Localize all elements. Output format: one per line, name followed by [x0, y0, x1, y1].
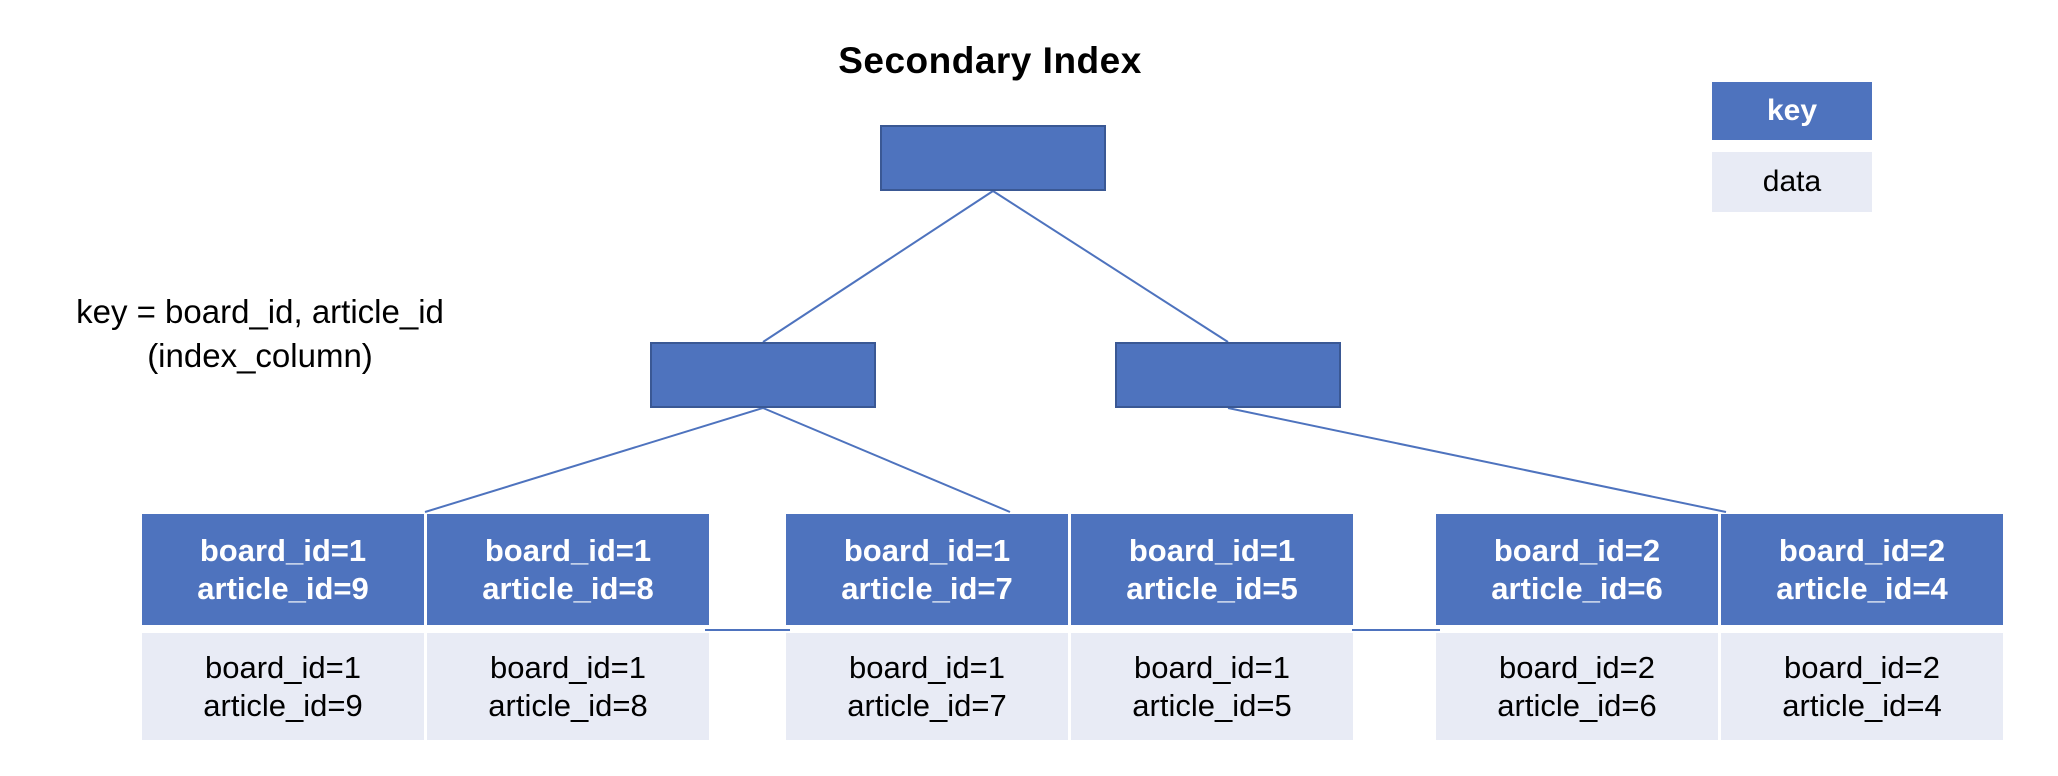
leaf-entry: board_id=2 article_id=6 board_id=2 artic…	[1436, 514, 1718, 740]
leaf-data-line2: article_id=7	[847, 687, 1007, 723]
leaf-key-line2: article_id=8	[482, 570, 654, 606]
leaf-group-1: board_id=1 article_id=7 board_id=1 artic…	[786, 514, 1353, 740]
leaf-entry: board_id=1 article_id=9 board_id=1 artic…	[142, 514, 424, 740]
leaf-data-line2: article_id=4	[1782, 687, 1942, 723]
edge-midright-to-leaf2	[1227, 407, 1727, 513]
leaf-data-line2: article_id=5	[1132, 687, 1292, 723]
leaf-key-cell: board_id=1 article_id=5	[1071, 514, 1353, 625]
leaf-entry: board_id=1 article_id=7 board_id=1 artic…	[786, 514, 1068, 740]
leaf-key-line2: article_id=5	[1126, 570, 1298, 606]
leaf-key-line1: board_id=2	[1493, 532, 1661, 568]
edge-root-to-mid-left	[762, 190, 994, 343]
legend-data-swatch: data	[1712, 152, 1872, 212]
leaf-entry: board_id=1 article_id=8 board_id=1 artic…	[427, 514, 709, 740]
leaf-key-line1: board_id=1	[843, 532, 1011, 568]
key-definition-line2: (index_column)	[147, 336, 373, 374]
leaf-key-line2: article_id=9	[197, 570, 369, 606]
leaf-data-cell: board_id=1 article_id=9	[142, 633, 424, 740]
leaf-key-cell: board_id=1 article_id=7	[786, 514, 1068, 625]
leaf-data-line1: board_id=1	[205, 649, 361, 685]
leaf-data-line1: board_id=1	[849, 649, 1005, 685]
leaf-key-line1: board_id=1	[1128, 532, 1296, 568]
leaf-group-0: board_id=1 article_id=9 board_id=1 artic…	[142, 514, 709, 740]
page-title: Secondary Index	[838, 40, 1142, 81]
leaf-group-2: board_id=2 article_id=6 board_id=2 artic…	[1436, 514, 2003, 740]
edge-midleft-to-leaf0	[424, 407, 764, 513]
leaf-data-cell: board_id=1 article_id=5	[1071, 633, 1353, 740]
key-definition-line1: key = board_id, article_id	[76, 293, 444, 330]
leaf-entry: board_id=2 article_id=4 board_id=2 artic…	[1721, 514, 2003, 740]
leaf-data-cell: board_id=1 article_id=8	[427, 633, 709, 740]
leaf-data-cell: board_id=1 article_id=7	[786, 633, 1068, 740]
leaf-key-line2: article_id=4	[1776, 570, 1948, 606]
leaf-data-cell: board_id=2 article_id=4	[1721, 633, 2003, 740]
leaf-key-line1: board_id=1	[484, 532, 652, 568]
leaf-data-line2: article_id=9	[203, 687, 363, 723]
leaf-data-line1: board_id=1	[1134, 649, 1290, 685]
key-definition-label: key = board_id, article_id (index_column…	[30, 290, 490, 377]
legend-key-swatch: key	[1712, 82, 1872, 140]
leaf-key-line2: article_id=7	[841, 570, 1013, 606]
leaf-key-cell: board_id=2 article_id=4	[1721, 514, 2003, 625]
leaf-key-line1: board_id=1	[199, 532, 367, 568]
leaf-data-line1: board_id=2	[1784, 649, 1940, 685]
leaf-data-cell: board_id=2 article_id=6	[1436, 633, 1718, 740]
edge-midleft-to-leaf1	[762, 407, 1011, 513]
leaf-key-line1: board_id=2	[1778, 532, 1946, 568]
leaf-key-cell: board_id=2 article_id=6	[1436, 514, 1718, 625]
leaf-data-line1: board_id=2	[1499, 649, 1655, 685]
edge-root-to-mid-right	[992, 190, 1229, 343]
leaf-data-line2: article_id=6	[1497, 687, 1657, 723]
legend: key data	[1712, 82, 1872, 212]
leaf-key-cell: board_id=1 article_id=8	[427, 514, 709, 625]
leaf-data-line2: article_id=8	[488, 687, 648, 723]
tree-node-root	[880, 125, 1106, 191]
leaf-key-cell: board_id=1 article_id=9	[142, 514, 424, 625]
tree-node-internal-left	[650, 342, 876, 408]
leaf-key-line2: article_id=6	[1491, 570, 1663, 606]
leaf-entry: board_id=1 article_id=5 board_id=1 artic…	[1071, 514, 1353, 740]
leaf-data-line1: board_id=1	[490, 649, 646, 685]
tree-node-internal-right	[1115, 342, 1341, 408]
